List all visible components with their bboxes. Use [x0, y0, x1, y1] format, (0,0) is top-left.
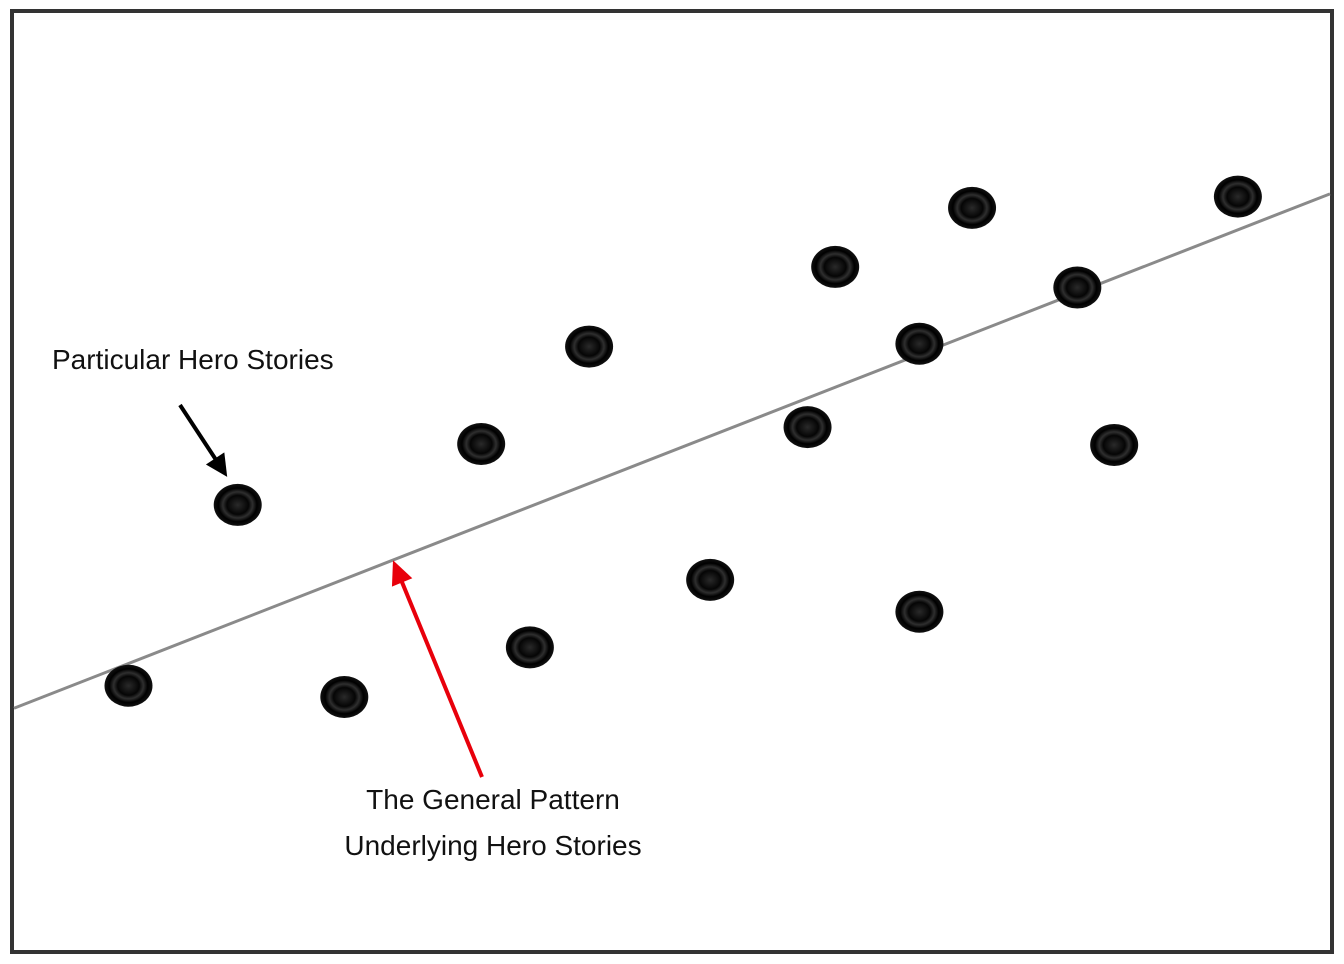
annotation: Particular Hero Stories	[52, 344, 334, 477]
data-point	[895, 322, 944, 365]
annotation-label: Underlying Hero Stories	[344, 830, 641, 861]
data-point	[1090, 423, 1139, 466]
annotation-arrowhead	[205, 452, 228, 477]
data-point	[783, 406, 832, 449]
data-point	[686, 558, 735, 601]
plot-frame	[10, 9, 1334, 954]
data-point	[1053, 266, 1102, 309]
data-point	[1213, 175, 1262, 218]
data-points	[104, 175, 1262, 719]
data-point	[505, 626, 554, 669]
trend-line	[13, 192, 1331, 710]
data-point	[948, 186, 997, 229]
data-point	[104, 664, 153, 707]
annotation-arrow	[399, 579, 484, 778]
annotation-arrowhead	[391, 560, 413, 587]
data-point	[213, 483, 262, 526]
data-point	[565, 325, 614, 368]
annotation-arrow	[178, 403, 218, 462]
data-point	[895, 590, 944, 633]
data-point	[457, 423, 506, 466]
trend-line-layer	[13, 192, 1331, 710]
annotation-label: Particular Hero Stories	[52, 344, 334, 375]
annotation-label: The General Pattern	[366, 784, 620, 815]
data-point	[811, 245, 860, 288]
data-point	[320, 676, 369, 719]
